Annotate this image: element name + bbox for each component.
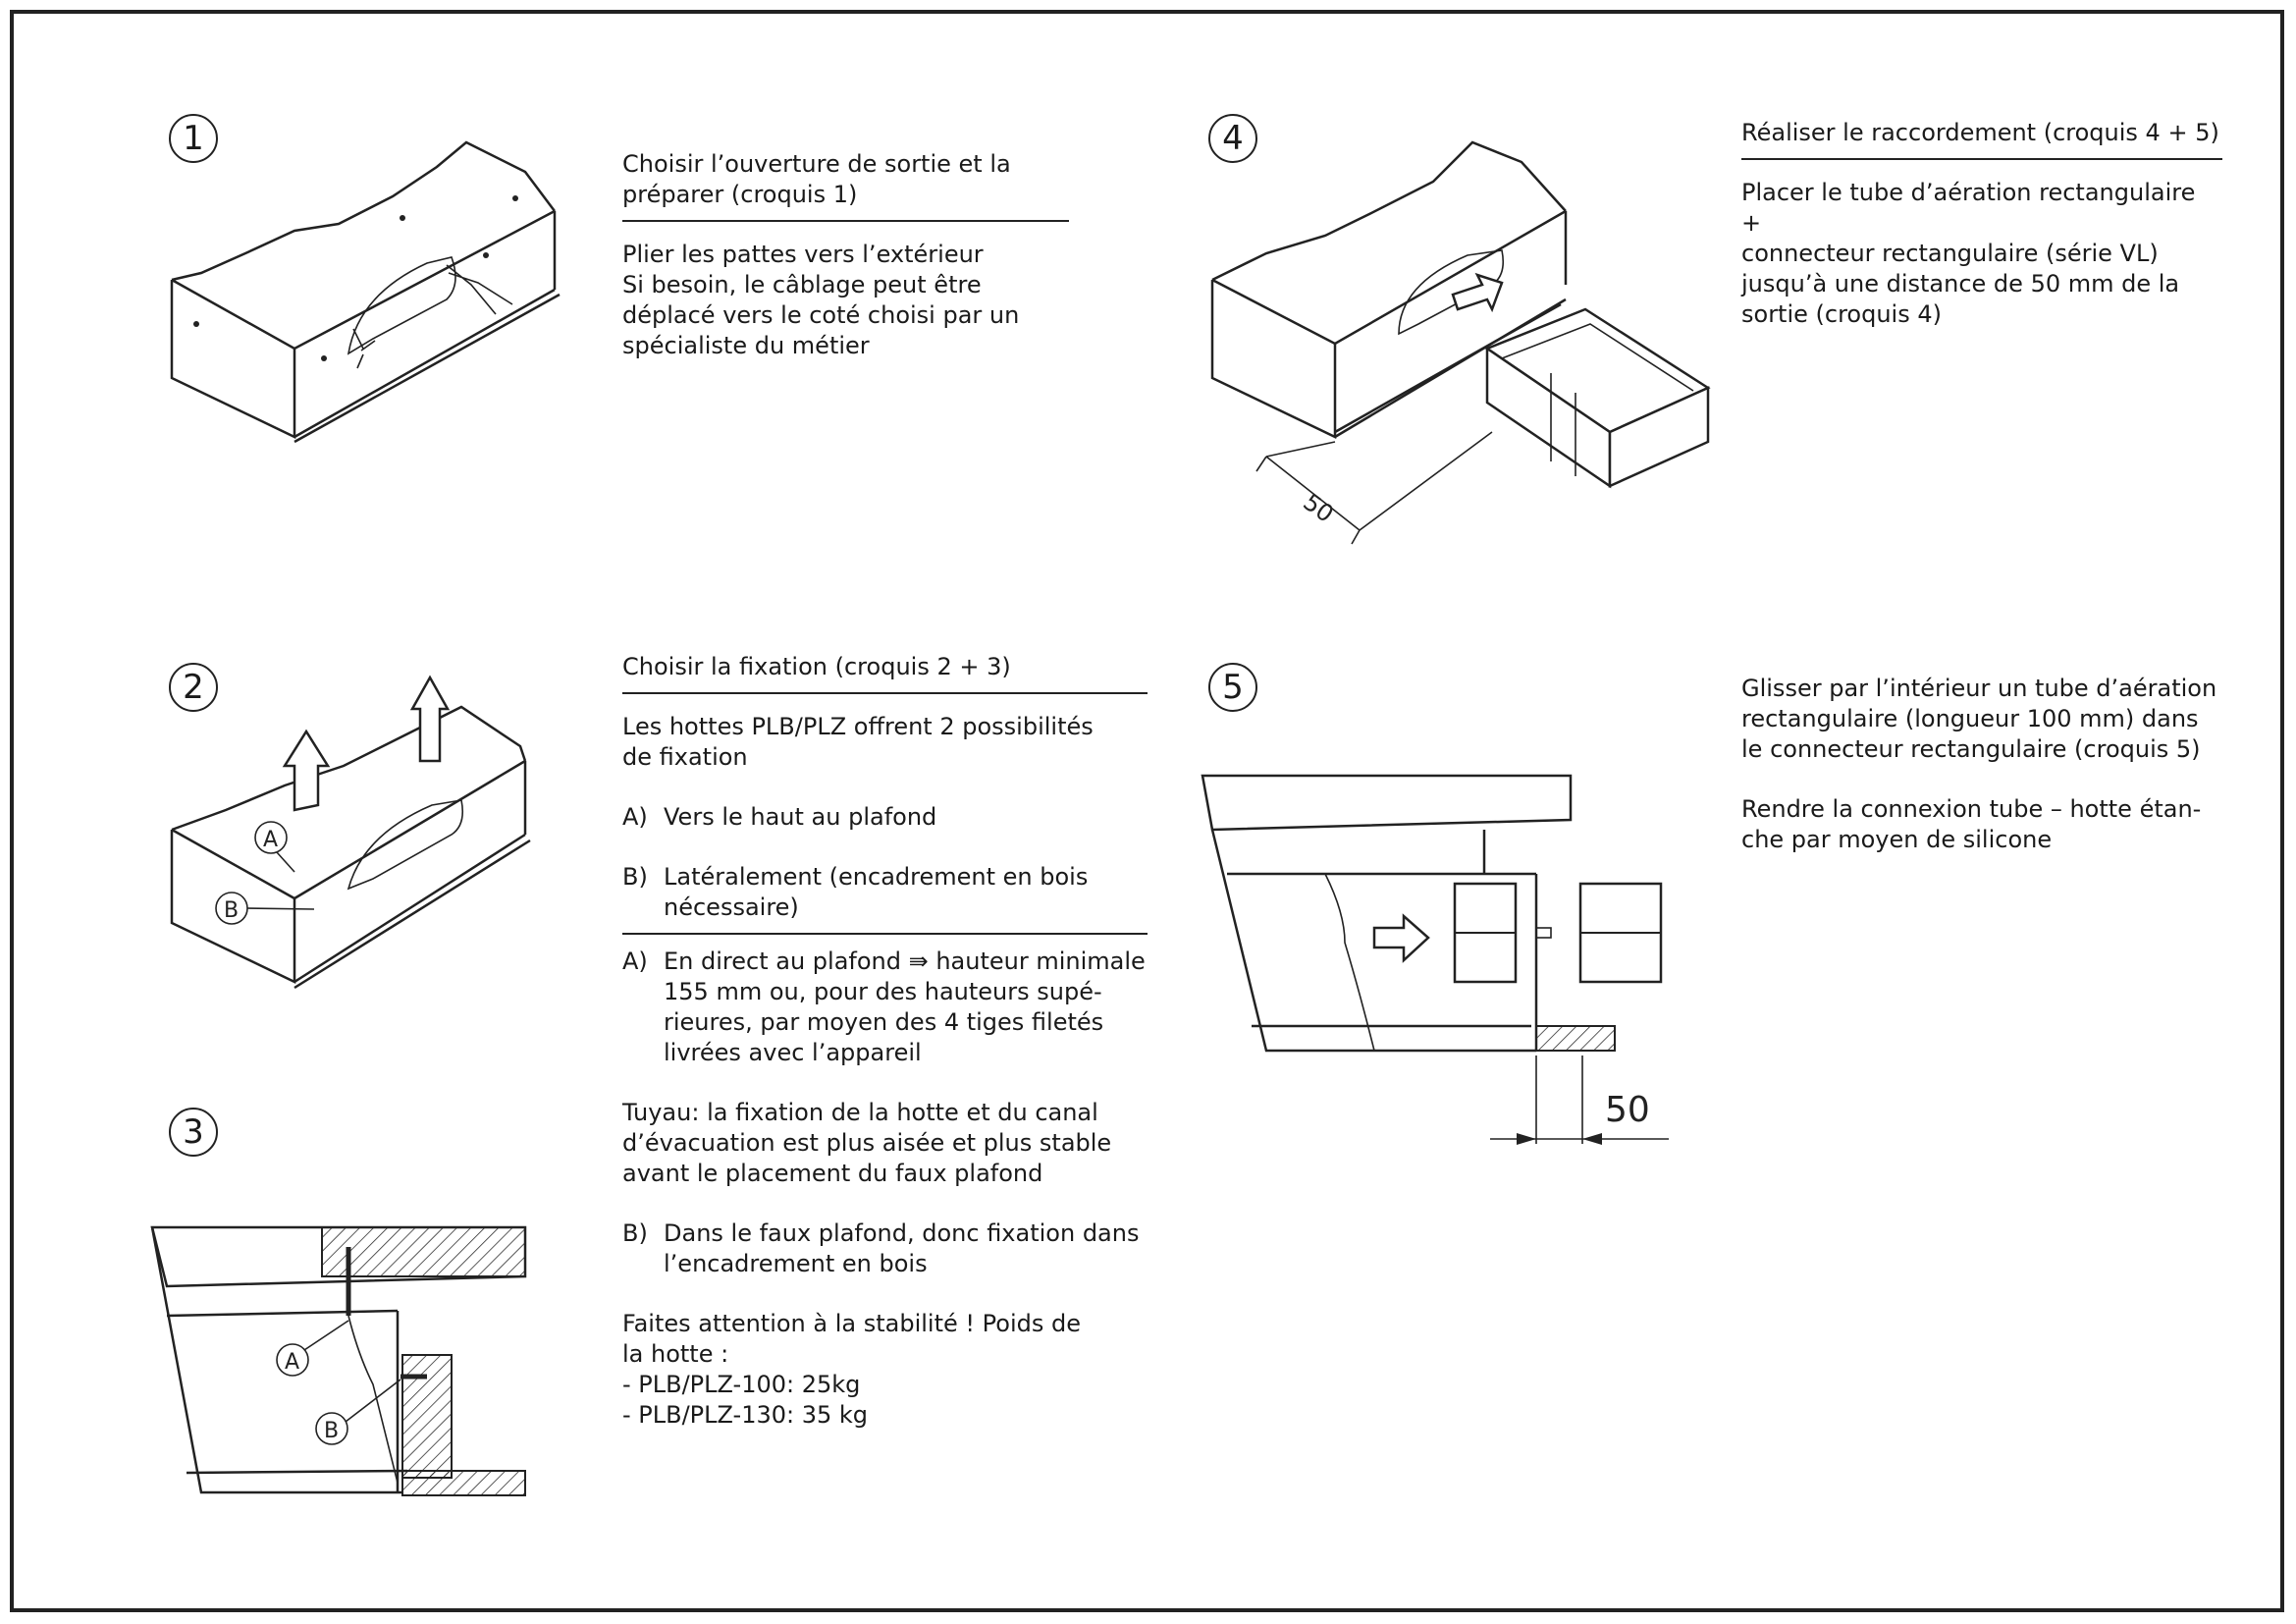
step-4-heading: Réaliser le raccordement (croquis 4 + 5) xyxy=(1741,118,2222,160)
option-b-line-2: nécessaire) xyxy=(664,893,799,921)
option-a-text: Vers le haut au plafond xyxy=(664,803,937,831)
step-1-heading-line-1: Choisir l’ouverture de sortie et la xyxy=(622,150,1011,178)
instructions-step-1: Choisir l’ouverture de sortie et la prép… xyxy=(622,149,1069,361)
step-5-line: le connecteur rectangulaire (croquis 5) xyxy=(1741,735,2201,763)
sketch-2-fixation-options: A B xyxy=(170,675,531,990)
detail-a-line: 155 mm ou, pour des hauteurs supé- xyxy=(664,978,1102,1005)
weight-line: la hotte : xyxy=(622,1340,729,1368)
step-2-intro-line-2: de fixation xyxy=(622,743,748,771)
step-number-3: 3 xyxy=(169,1108,218,1157)
tuyau-line: Tuyau: la fixation de la hotte et du can… xyxy=(622,1099,1098,1126)
step-number-2: 2 xyxy=(169,663,218,712)
instructions-step-5: Glisser par l’intérieur un tube d’aérati… xyxy=(1741,674,2222,855)
step-2-heading: Choisir la fixation (croquis 2 + 3) xyxy=(622,652,1148,694)
sketch-4-dimension-label: 50 xyxy=(1298,488,1338,528)
instructions-step-4: Réaliser le raccordement (croquis 4 + 5)… xyxy=(1741,118,2222,330)
detail-a: A) En direct au plafond ⇛ hauteur minima… xyxy=(622,947,1148,1068)
option-b: B) Latéralement (encadrement en bois néc… xyxy=(622,862,1148,935)
step-2-intro-line-1: Les hottes PLB/PLZ offrent 2 possibilité… xyxy=(622,713,1094,740)
step-1-line: Si besoin, le câblage peut être xyxy=(622,271,982,298)
sketch-5-tube-insertion: 50 xyxy=(1201,774,1669,1145)
sketch-4-tube-connection: 50 xyxy=(1210,140,1711,545)
weight-line: - PLB/PLZ-130: 35 kg xyxy=(622,1401,869,1429)
page-border xyxy=(10,10,2284,1612)
step-number-4: 4 xyxy=(1208,114,1257,163)
step-4-line: Placer le tube d’aération rectangulaire … xyxy=(1741,179,2196,237)
step-1-line: Plier les pattes vers l’extérieur xyxy=(622,241,984,268)
option-a-key: A) xyxy=(622,803,648,831)
step-number-1: 1 xyxy=(169,114,218,163)
step-4-line: sortie (croquis 4) xyxy=(1741,300,1942,328)
detail-b-line: l’encadrement en bois xyxy=(664,1250,928,1277)
option-b-line-1: Latéralement (encadrement en bois xyxy=(664,863,1089,891)
step-4-line: connecteur rectangulaire (série VL) xyxy=(1741,240,2159,267)
step-5-seal-line: che par moyen de silicone xyxy=(1741,826,2053,853)
step-1-heading-line-2: préparer (croquis 1) xyxy=(622,181,858,208)
detail-b-key: B) xyxy=(622,1219,648,1247)
detail-a-line: rieures, par moyen des 4 tiges filetés xyxy=(664,1008,1104,1036)
step-5-line: rectangulaire (longueur 100 mm) dans xyxy=(1741,705,2199,732)
detail-a-line: En direct au plafond ⇛ hauteur minimale xyxy=(664,947,1146,975)
sketch-3-label-b: B xyxy=(324,1419,339,1443)
weight-line: Faites attention à la stabilité ! Poids … xyxy=(622,1310,1081,1337)
option-a: A) Vers le haut au plafond xyxy=(622,802,1148,833)
step-4-heading-text: Réaliser le raccordement (croquis 4 + 5) xyxy=(1741,119,2219,146)
sketch-5-dimension-label: 50 xyxy=(1605,1090,1650,1130)
detail-b: B) Dans le faux plafond, donc fixation d… xyxy=(622,1218,1148,1279)
sketch-2-label-a: A xyxy=(263,828,278,852)
sketch-3-ceiling-section: A B xyxy=(150,1225,527,1496)
step-4-line: jusqu’à une distance de 50 mm de la xyxy=(1741,270,2180,298)
detail-a-line: livrées avec l’appareil xyxy=(664,1039,922,1066)
step-5-line: Glisser par l’intérieur un tube d’aérati… xyxy=(1741,675,2217,702)
step-2-heading-text: Choisir la fixation (croquis 2 + 3) xyxy=(622,653,1011,680)
option-b-key: B) xyxy=(622,863,648,891)
step-number-5: 5 xyxy=(1208,663,1257,712)
tuyau-line: d’évacuation est plus aisée et plus stab… xyxy=(622,1129,1112,1157)
detail-a-key: A) xyxy=(622,947,648,975)
step-5-seal-line: Rendre la connexion tube – hotte étan- xyxy=(1741,795,2202,823)
weight-line: - PLB/PLZ-100: 25kg xyxy=(622,1371,861,1398)
tuyau-line: avant le placement du faux plafond xyxy=(622,1160,1043,1187)
step-1-line: déplacé vers le coté choisi par un xyxy=(622,301,1020,329)
sketch-3-label-a: A xyxy=(285,1350,299,1375)
detail-b-line: Dans le faux plafond, donc fixation dans xyxy=(664,1219,1140,1247)
sketch-2-label-b: B xyxy=(224,898,239,923)
sketch-1-hood-preparation xyxy=(170,140,561,444)
step-1-heading: Choisir l’ouverture de sortie et la prép… xyxy=(622,149,1069,222)
instructions-step-2-3: Choisir la fixation (croquis 2 + 3) Les … xyxy=(622,652,1148,1431)
step-1-line: spécialiste du métier xyxy=(622,332,870,359)
